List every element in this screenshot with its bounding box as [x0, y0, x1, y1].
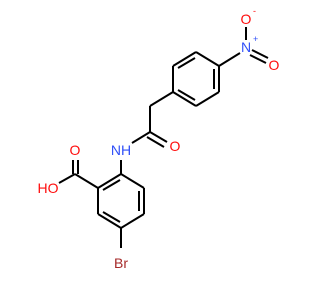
nitro-nitrogen-label: N [241, 39, 251, 55]
ring-b-double-bond-inner [102, 211, 121, 223]
ring-a-bond [195, 91, 220, 107]
atom-labels: N + O - O O NH O HO Br [38, 6, 280, 271]
amide-carbonyl-double-bond [146, 136, 165, 148]
carboxyl-oh-bond [58, 173, 76, 184]
ring-b-bond [120, 173, 145, 189]
amide-oxygen-label: O [170, 138, 181, 154]
bromine-label: Br [114, 255, 128, 271]
ring-b-bond [97, 173, 122, 189]
nitro-oxygen-right-label: O [269, 57, 280, 73]
ring-b-bond [120, 213, 145, 229]
nitro-double-bond [249, 54, 267, 64]
chemical-structure-diagram: N + O - O O NH O HO Br [0, 0, 300, 300]
ring-carboxyl-bond [74, 173, 99, 189]
carboxyl-oxygen-label: O [70, 142, 81, 158]
ring-a-bond [195, 51, 220, 67]
background [0, 0, 300, 300]
bonds [58, 27, 269, 248]
nitro-oxygen-top-label: O [241, 11, 252, 27]
amide-nh-label: NH [111, 142, 131, 158]
ring-b-double-bond-inner [102, 179, 121, 191]
ring-b-bond [97, 213, 122, 229]
ring-a-double-bond-inner [177, 89, 196, 101]
ring-a-bond [172, 91, 197, 107]
amide-carbonyl-double-bond [149, 131, 168, 143]
ring-a-double-bond-inner [177, 57, 196, 69]
amide-c-n-bond [131, 131, 151, 144]
ring-ch2-bond [149, 91, 174, 107]
ring-a-bond [172, 51, 197, 67]
c-n-nitro-bond [218, 52, 241, 67]
nitro-double-bond [251, 49, 269, 59]
carboxyl-hydroxyl-label: HO [38, 180, 59, 196]
nitro-oxygen-top-charge: - [253, 6, 256, 16]
nitro-nitrogen-charge: + [253, 34, 258, 44]
